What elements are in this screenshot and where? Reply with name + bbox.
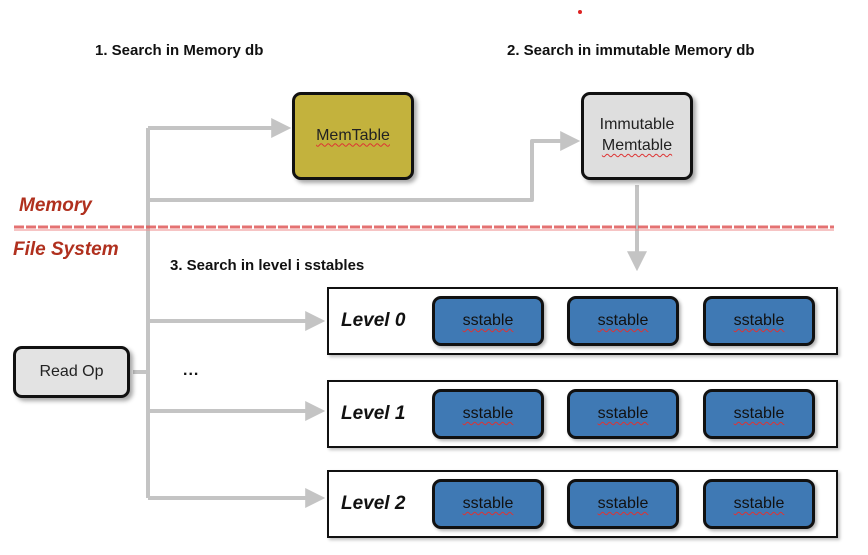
arrow-to-immutable bbox=[148, 131, 581, 202]
read-op-node: Read Op bbox=[13, 346, 130, 398]
level-2-box: Level 2 sstable sstable sstable bbox=[327, 470, 838, 538]
level-0-sstable-2: sstable bbox=[567, 296, 679, 346]
level-1-label: Level 1 bbox=[341, 403, 406, 424]
level-0-sstable-3: sstable bbox=[703, 296, 815, 346]
level-1-box: Level 1 sstable sstable sstable bbox=[327, 380, 838, 448]
memtable-label: MemTable bbox=[316, 126, 390, 144]
memtable-node: MemTable bbox=[292, 92, 414, 180]
step3-heading: 3. Search in level i sstables bbox=[170, 257, 365, 274]
file-system-label: File System bbox=[13, 239, 119, 260]
level-2-sstable-2: sstable bbox=[567, 479, 679, 529]
level-0-label: Level 0 bbox=[341, 310, 406, 331]
level-1-sstable-2: sstable bbox=[567, 389, 679, 439]
level-2-sstable-1: sstable bbox=[432, 479, 544, 529]
level-2-sstable-3: sstable bbox=[703, 479, 815, 529]
immutable-label-line2: Memtable bbox=[601, 137, 673, 154]
read-op-label: Read Op bbox=[39, 362, 104, 380]
step1-heading: 1. Search in Memory db bbox=[95, 42, 264, 59]
ellipsis: ... bbox=[183, 362, 200, 379]
level-1-sstable-3: sstable bbox=[703, 389, 815, 439]
level-2-label: Level 2 bbox=[341, 493, 406, 514]
memory-label: Memory bbox=[19, 195, 92, 216]
level-0-box: Level 0 sstable sstable sstable bbox=[327, 287, 838, 355]
stray-dot bbox=[578, 10, 582, 14]
level-0-sstable-1: sstable bbox=[432, 296, 544, 346]
level-1-sstable-1: sstable bbox=[432, 389, 544, 439]
immutable-memtable-node: Immutable Memtable bbox=[581, 92, 693, 180]
immutable-label-line1: Immutable bbox=[599, 116, 675, 134]
step2-heading: 2. Search in immutable Memory db bbox=[507, 42, 755, 59]
